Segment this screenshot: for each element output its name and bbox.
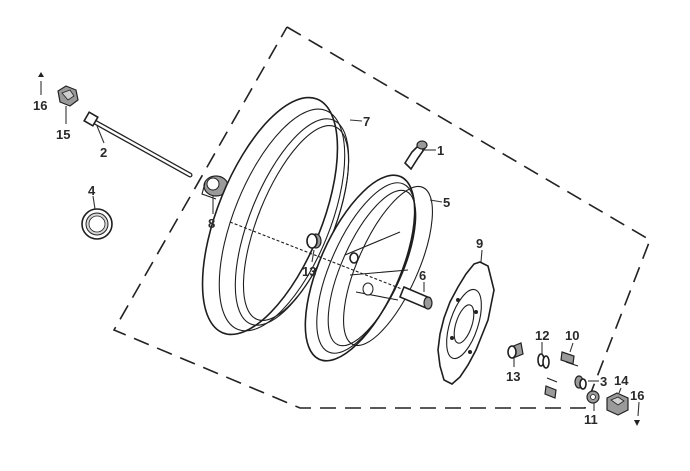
callout-13-left: 13 [302,264,316,279]
rim-part [304,174,433,362]
bearing-part [537,353,550,369]
nut-part [606,392,629,416]
collar-part [81,208,113,240]
cotter-pin-lower-part [634,420,640,426]
callout-10: 10 [565,328,579,343]
callout-7: 7 [363,114,370,129]
callout-9: 9 [476,236,483,251]
bolt-lower-part [544,377,558,399]
assembly-boundary [112,26,651,409]
callout-3: 3 [600,374,607,389]
dust-seal-part [574,375,587,390]
callout-15: 15 [56,127,70,142]
distance-collar-part [398,285,433,310]
callout-14: 14 [614,373,629,388]
callout-8: 8 [208,216,215,231]
callout-13-right: 13 [506,369,520,384]
leader-lines [40,81,640,417]
assembly-axis-line [229,221,431,301]
spacer-left-part [306,233,322,249]
axle-part [83,111,193,178]
valve-part [403,140,428,171]
callout-16-bottom: 16 [630,388,644,403]
brake-disc-part [437,261,495,385]
axle-nut-part [57,85,79,107]
spacer-right-part [507,342,524,359]
washer-part [586,390,600,404]
callout-1: 1 [437,143,444,158]
cotter-pin-part [38,72,44,77]
callout-5: 5 [443,195,450,210]
callout-2: 2 [100,145,107,160]
callout-6: 6 [419,268,426,283]
callout-16-top: 16 [33,98,47,113]
callout-12: 12 [535,328,549,343]
bolt-upper-part [560,351,579,367]
callout-11: 11 [584,412,598,427]
callout-4: 4 [88,183,96,198]
